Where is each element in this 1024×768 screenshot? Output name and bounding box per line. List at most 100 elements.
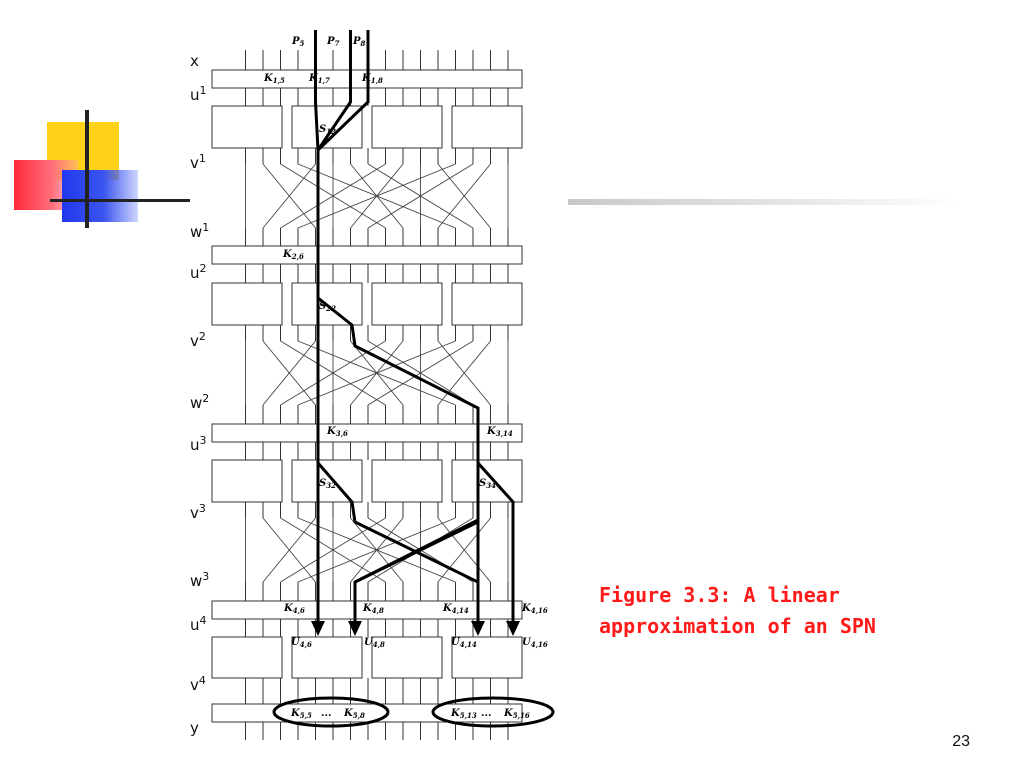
permutation-wire bbox=[367, 163, 474, 229]
title-divider-line bbox=[568, 199, 960, 205]
plaintext-label: P7 bbox=[326, 36, 340, 48]
figure-caption: Figure 3.3: A linear approximation of an… bbox=[599, 580, 929, 642]
output-arrowhead bbox=[311, 621, 325, 636]
permutation-wire bbox=[297, 517, 456, 583]
round4-key-label: K4,8 bbox=[362, 603, 384, 615]
sbox-box bbox=[211, 459, 283, 503]
round4-key-label: K4,16 bbox=[521, 603, 548, 615]
output-arrowhead bbox=[471, 621, 485, 636]
permutation-wire bbox=[437, 163, 491, 229]
permutation-wire bbox=[297, 163, 456, 229]
final-key-first-label: K5,5 bbox=[290, 708, 312, 720]
sbox-box bbox=[451, 105, 523, 149]
slide-number: 23 bbox=[952, 733, 970, 750]
sbox-box bbox=[291, 636, 363, 679]
caption-line-2: approximation of an SPN bbox=[599, 614, 876, 638]
permutation-wire bbox=[437, 517, 491, 583]
approximation-path-line bbox=[316, 30, 370, 152]
sbox-label: S12 bbox=[319, 124, 336, 136]
row-label: x bbox=[190, 52, 199, 70]
permutation-wire bbox=[262, 517, 316, 583]
round1-key-label: K1,7 bbox=[308, 73, 330, 85]
key-mixing-bar bbox=[211, 600, 523, 620]
bit-wires bbox=[245, 50, 509, 740]
row-label: u1 bbox=[190, 84, 207, 104]
row-label: u2 bbox=[190, 262, 207, 282]
key-mixing-bar bbox=[211, 245, 523, 265]
approximation-path-line bbox=[314, 30, 320, 632]
sbox-label: S34 bbox=[479, 478, 496, 490]
row-label: w2 bbox=[190, 392, 209, 412]
final-key-last-label: K5,16 bbox=[503, 708, 530, 720]
round4-key-label: K4,6 bbox=[283, 603, 305, 615]
sbox-box bbox=[291, 459, 363, 503]
row-label: v1 bbox=[190, 152, 206, 172]
permutation-wire bbox=[262, 163, 316, 229]
row-label: w1 bbox=[190, 221, 209, 241]
round1-key-label: K1,5 bbox=[263, 73, 285, 85]
row-label: v4 bbox=[190, 674, 206, 694]
sbox-box bbox=[451, 636, 523, 679]
round4-key-label: K4,14 bbox=[442, 603, 469, 615]
row-label: u4 bbox=[190, 614, 207, 634]
sbox-box bbox=[451, 459, 523, 503]
decor-blue-square bbox=[62, 170, 138, 222]
permutation-wire bbox=[437, 340, 491, 406]
approximation-path-line bbox=[316, 455, 480, 632]
plaintext-label: P5 bbox=[291, 36, 305, 48]
sbox-box bbox=[451, 282, 523, 326]
plaintext-label: P8 bbox=[352, 36, 366, 48]
row-label: w3 bbox=[190, 570, 209, 590]
round1-key-label: K1,8 bbox=[361, 73, 383, 85]
round3-key-label: K3,6 bbox=[326, 426, 348, 438]
approximation-path-line bbox=[476, 455, 515, 632]
permutation-wire bbox=[367, 340, 474, 406]
final-key-first-label: K5,13 bbox=[450, 708, 477, 720]
final-key-ellipses bbox=[272, 696, 555, 728]
u4-output-labels: U4,6 U4,8 U4,14 U4,16 bbox=[291, 637, 548, 649]
plaintext-labels: P5 P7 P8 bbox=[291, 36, 366, 48]
u4-output-label: U4,6 bbox=[291, 637, 312, 649]
decor-horizontal-line bbox=[50, 199, 190, 202]
output-arrows bbox=[311, 621, 520, 636]
sbox-box bbox=[211, 282, 283, 326]
sbox-box bbox=[211, 105, 283, 149]
row-label: u3 bbox=[190, 434, 207, 454]
decor-vertical-line bbox=[85, 110, 89, 228]
final-key-dots: ... bbox=[481, 708, 491, 719]
approximation-path-line bbox=[316, 30, 352, 151]
approximation-path-line bbox=[316, 270, 480, 632]
sbox-box bbox=[371, 459, 443, 503]
permutation-wires bbox=[245, 163, 509, 583]
approximation-path-line bbox=[353, 502, 480, 632]
u4-output-label: U4,14 bbox=[451, 637, 477, 649]
round3-key-label: K3,14 bbox=[486, 426, 513, 438]
final-key-ellipse bbox=[431, 696, 555, 728]
row-label: y bbox=[190, 719, 199, 737]
permutation-wire bbox=[262, 340, 316, 406]
approximation-path-line bbox=[354, 502, 480, 584]
sbox-box bbox=[211, 636, 283, 679]
key-mixing-bar bbox=[211, 423, 523, 443]
sbox-label: S22 bbox=[319, 301, 336, 313]
sbox-box bbox=[371, 105, 443, 149]
round2-key-label: K2,6 bbox=[282, 249, 304, 261]
final-key-dots: ... bbox=[321, 708, 331, 719]
sbox-boxes bbox=[211, 105, 523, 679]
final-key-labels: K5,5... K5,8 K5,13... K5,16 bbox=[290, 708, 530, 720]
u4-output-label: U4,16 bbox=[522, 637, 548, 649]
sbox-box bbox=[371, 282, 443, 326]
final-key-last-label: K5,8 bbox=[343, 708, 365, 720]
u4-output-label: U4,8 bbox=[364, 637, 385, 649]
output-arrowhead bbox=[506, 621, 520, 636]
approximation-path bbox=[314, 30, 515, 632]
final-key-ellipse bbox=[272, 696, 390, 728]
permutation-wire bbox=[297, 340, 456, 406]
caption-line-1: Figure 3.3: A linear bbox=[599, 583, 840, 607]
output-arrowhead bbox=[348, 621, 362, 636]
